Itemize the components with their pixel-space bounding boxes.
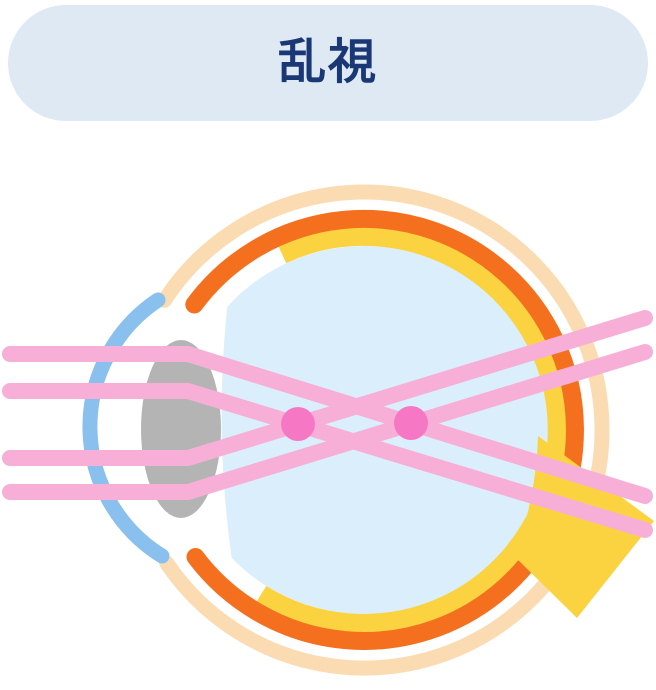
title-banner: 乱視 [8, 5, 648, 121]
light-ray-2 [2, 383, 653, 538]
focal-point-1 [281, 407, 315, 441]
sclera-layer [156, 184, 610, 676]
optic-nerve [514, 436, 654, 618]
cornea [82, 292, 170, 564]
choroid-layer [185, 210, 584, 650]
retina-layer [255, 225, 568, 634]
page-title: 乱視 [277, 36, 378, 89]
focal-point-2 [394, 406, 428, 440]
light-ray-1 [2, 346, 653, 504]
light-ray-4 [2, 344, 653, 500]
light-ray-3 [2, 310, 653, 466]
